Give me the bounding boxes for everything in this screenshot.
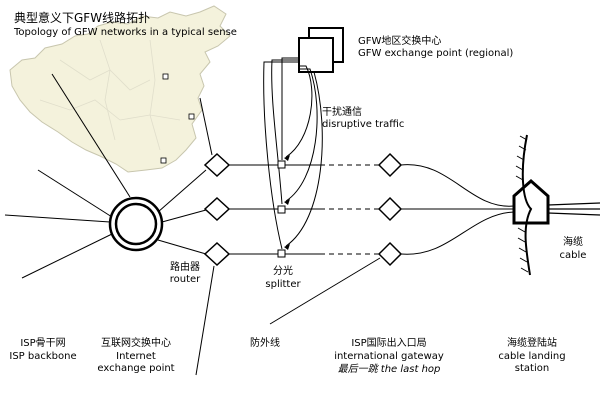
gateway-label-en: international gateway [334,351,444,362]
router-label-en: router [169,274,201,285]
disruptive-label-en: disruptive traffic [322,119,405,130]
china-map [9,5,231,173]
gateway-diamond [377,241,403,267]
ix-diamond [203,196,231,222]
submarine-cables [547,202,600,216]
page-subtitle: Topology of GFW networks in a typical se… [14,27,237,38]
gfw-center-label-en: GFW exchange point (regional) [358,48,514,59]
gateway-diamond [377,196,403,222]
backbone-lines [4,73,131,279]
splitter-label-en: splitter [265,279,301,290]
isp-label-zh: ISP骨干网 [20,338,66,349]
gateway-label-zh: ISP国际出入口局 [351,338,427,349]
landing-label-en1: cable landing [498,351,566,362]
last-hop-label: 最后一跳 the last hop [337,364,441,375]
landing-label-zh: 海缆登陆站 [507,338,557,349]
gateway-curves [400,164,515,255]
disruptive-lines [285,65,323,247]
gateway-diamonds [377,152,403,267]
upper-link [199,97,213,156]
gfw-center-front [298,37,334,73]
city-marker [188,113,195,120]
gateway-diamond [377,152,403,178]
landing-label-en2: station [514,363,550,374]
isp-label-en: ISP backbone [9,351,77,362]
splitter-label-zh: 分光 [273,266,293,277]
ix-diamond [203,152,231,178]
dashed-segments [320,164,380,255]
gfw-center-label-zh: GFW地区交换中心 [358,36,442,47]
coastline [521,134,533,276]
splitter-box [277,249,286,258]
router-inner [114,202,158,246]
router-label-zh: 路由器 [170,262,200,273]
splitters [277,160,286,258]
cable-label-en: cable [559,250,587,261]
splitter-box [277,160,286,169]
landing-station [512,178,550,225]
firewall-label-zh: 防外线 [250,338,280,349]
city-marker [162,73,169,80]
ix-label-en1: Internet [116,351,156,362]
city-marker [160,157,167,164]
splitter-to-gfw [263,57,299,250]
gateway-lower-link [269,257,381,325]
disruptive-arrows [284,155,290,250]
disruptive-label-zh: 干扰通信 [322,107,362,118]
ix-diamonds [203,152,231,267]
splitter-box [277,205,286,214]
ix-diamond [203,241,231,267]
router-links [157,169,207,255]
cable-label-zh: 海缆 [563,237,583,248]
page-title: 典型意义下GFW线路拓扑 [14,11,151,25]
lower-link [195,265,215,376]
ix-label-zh: 互联网交换中心 [101,338,171,349]
province-borders [39,39,181,151]
ix-label-en2: exchange point [97,363,175,374]
coast-hatch [515,135,529,273]
